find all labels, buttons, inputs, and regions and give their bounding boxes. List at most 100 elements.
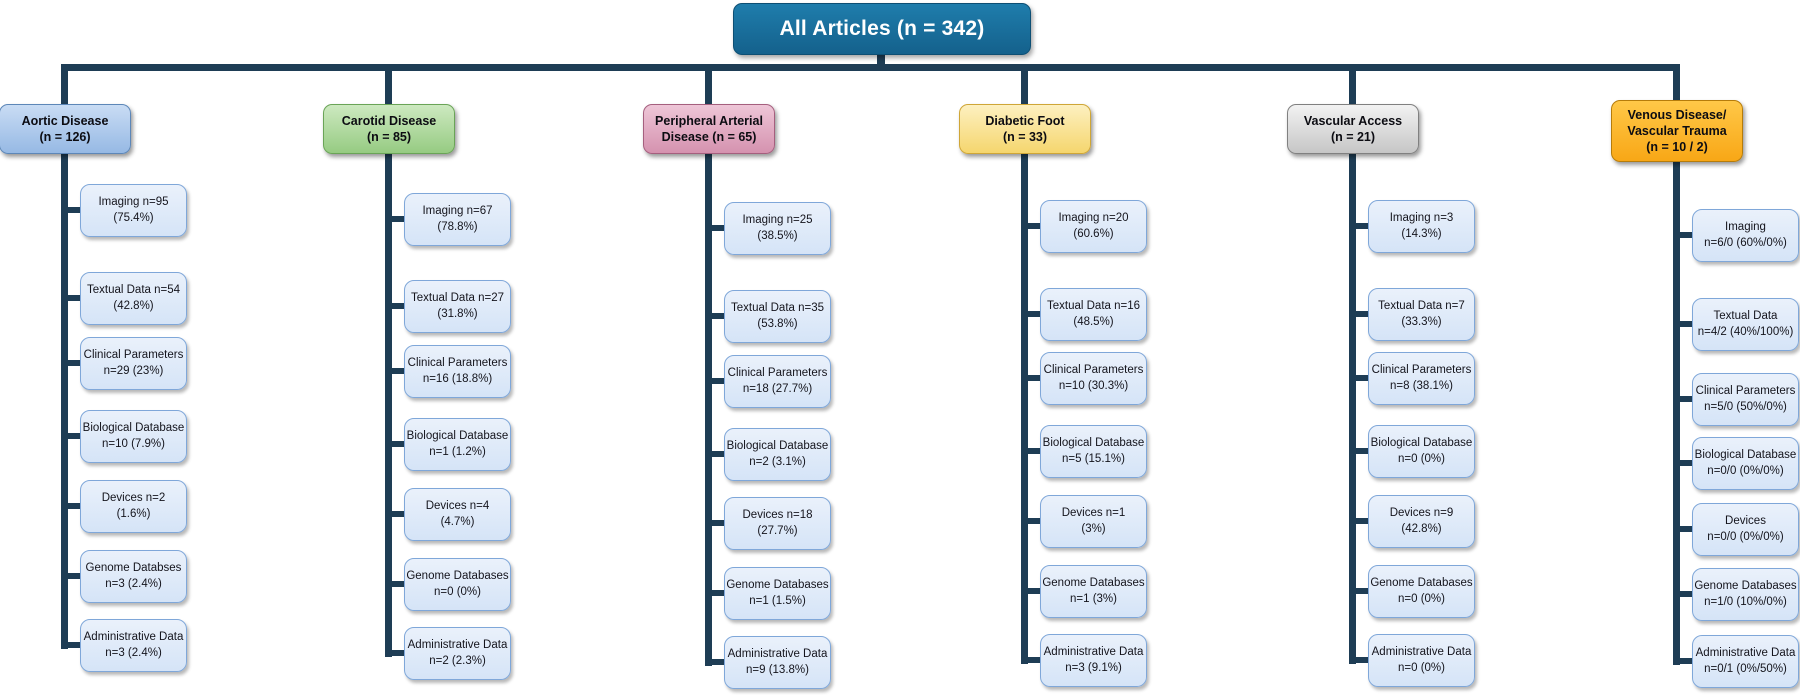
node-label-line: Devices n=1 — [1061, 507, 1126, 520]
node-label-line: n=1 (1.2%) — [429, 445, 486, 458]
branch-header-label: Disease (n = 65) — [661, 130, 757, 144]
root-node-label: All Articles (n = 342) — [779, 17, 985, 40]
node-label-line: Clinical Parameters — [727, 367, 828, 380]
child-connector-stub — [1352, 587, 1372, 594]
category-node: Textual Data n=35 (53.8%) — [724, 290, 831, 343]
branch-trunk-connector — [60, 64, 68, 649]
node-label-line: n=3 (9.1%) — [1065, 661, 1122, 674]
category-node: Devices n=18(27.7%) — [724, 497, 831, 550]
node-label-line: Clinical Parameters — [1695, 385, 1796, 398]
child-connector-stub — [1676, 590, 1696, 597]
node-label-line: n=2 (2.3%) — [429, 654, 486, 667]
node-label-line: (53.8%) — [757, 317, 798, 330]
node-label-line: Genome Databases — [1042, 577, 1145, 590]
node-label-line: (1.6%) — [116, 507, 151, 520]
node-label-line: n=0 (0%) — [1398, 592, 1445, 605]
branch-header: Venous Disease/Vascular Trauma(n = 10 / … — [1611, 100, 1743, 162]
node-label-line: Biological Database — [1370, 437, 1473, 450]
node-label-line: Clinical Parameters — [407, 357, 508, 370]
node-label-line: Biological Database — [726, 440, 829, 453]
child-connector-stub — [388, 440, 408, 447]
category-node: Devices n=4(4.7%) — [404, 488, 511, 541]
node-label-line: n=10 (7.9%) — [102, 437, 165, 450]
node-label-line: Administrative Data — [727, 648, 828, 661]
node-label-line: Administrative Data — [1043, 646, 1144, 659]
node-label-line: (42.8%) — [1401, 522, 1442, 535]
node-label-line: (78.8%) — [437, 220, 478, 233]
category-node: Textual Data n=54(42.8%) — [80, 272, 187, 325]
node-label-line: n=0 (0%) — [434, 585, 481, 598]
node-label-line: (3%) — [1081, 522, 1106, 535]
branch-header-label: Venous Disease/ — [1627, 107, 1727, 122]
child-connector-stub — [1676, 459, 1696, 466]
child-connector-stub — [708, 377, 728, 384]
node-label-line: Biological Database — [406, 430, 509, 443]
node-label-line: Clinical Parameters — [83, 349, 184, 362]
node-label-line: Textual Data n=35 — [730, 302, 825, 315]
child-connector-stub — [1024, 222, 1044, 229]
node-label-line: n=5 (15.1%) — [1062, 452, 1125, 465]
node-label-line: Biological Database — [1042, 437, 1145, 450]
node-label-line: n=3 (2.4%) — [105, 577, 162, 590]
node-label-line: Genome Databases — [726, 579, 829, 592]
node-label-line: n=3 (2.4%) — [105, 646, 162, 659]
child-connector-stub — [1676, 231, 1696, 238]
branch-header-label: (n = 85) — [366, 130, 412, 144]
node-label-line: (60.6%) — [1073, 227, 1114, 240]
node-label-line: Administrative Data — [1695, 647, 1796, 660]
child-connector-stub — [1676, 320, 1696, 327]
branch-header: Carotid Disease (n = 85) — [323, 104, 455, 154]
child-connector-stub — [1024, 656, 1044, 663]
category-node: Imaging n=25(38.5%) — [724, 202, 831, 255]
node-label-line: Devices n=2 — [101, 492, 166, 505]
child-connector-stub — [64, 502, 84, 509]
child-connector-stub — [1676, 657, 1696, 664]
child-connector-stub — [64, 206, 84, 213]
branch-trunk-connector — [1672, 64, 1680, 665]
category-node: Textual Data n=7(33.3%) — [1368, 288, 1475, 341]
category-node: Devices n=9 (42.8%) — [1368, 495, 1475, 548]
branch-trunk-connector — [1020, 64, 1028, 664]
category-node: Devices n=2 (1.6%) — [80, 480, 187, 533]
node-label-line: (38.5%) — [757, 229, 798, 242]
node-label-line: Devices n=4 — [425, 500, 490, 513]
category-node: Imaging n=3(14.3%) — [1368, 200, 1475, 253]
branch-header-label: (n = 10 / 2) — [1646, 140, 1708, 155]
top-horizontal-connector — [61, 64, 1679, 71]
child-connector-stub — [1024, 587, 1044, 594]
branch-header: Diabetic Foot(n = 33) — [959, 104, 1091, 154]
node-label-line: n=10 (30.3%) — [1058, 379, 1129, 392]
node-label-line: n=2 (3.1%) — [749, 455, 806, 468]
node-label-line: Devices n=9 — [1389, 507, 1454, 520]
category-node: Textual Data n=27(31.8%) — [404, 280, 511, 333]
branch-trunk-connector — [704, 64, 712, 666]
node-label-line: Administrative Data — [83, 631, 184, 644]
node-label-line: Clinical Parameters — [1371, 364, 1472, 377]
child-connector-stub — [64, 572, 84, 579]
child-connector-stub — [388, 302, 408, 309]
node-label-line: n=0 (0%) — [1398, 661, 1445, 674]
category-node: Textual Data n=16(48.5%) — [1040, 288, 1147, 341]
child-connector-stub — [388, 367, 408, 374]
node-label-line: n=0/0 (0%/0%) — [1707, 530, 1784, 543]
child-connector-stub — [64, 359, 84, 366]
node-label-line: (31.8%) — [437, 307, 478, 320]
branch-header-label: Carotid Disease — [341, 113, 437, 128]
branch-header-label: (n = 33) — [1002, 130, 1048, 144]
child-connector-stub — [708, 312, 728, 319]
node-label-line: n=0 (0%) — [1398, 452, 1445, 465]
category-node: Administrative Data n=3 (2.4%) — [80, 619, 187, 672]
